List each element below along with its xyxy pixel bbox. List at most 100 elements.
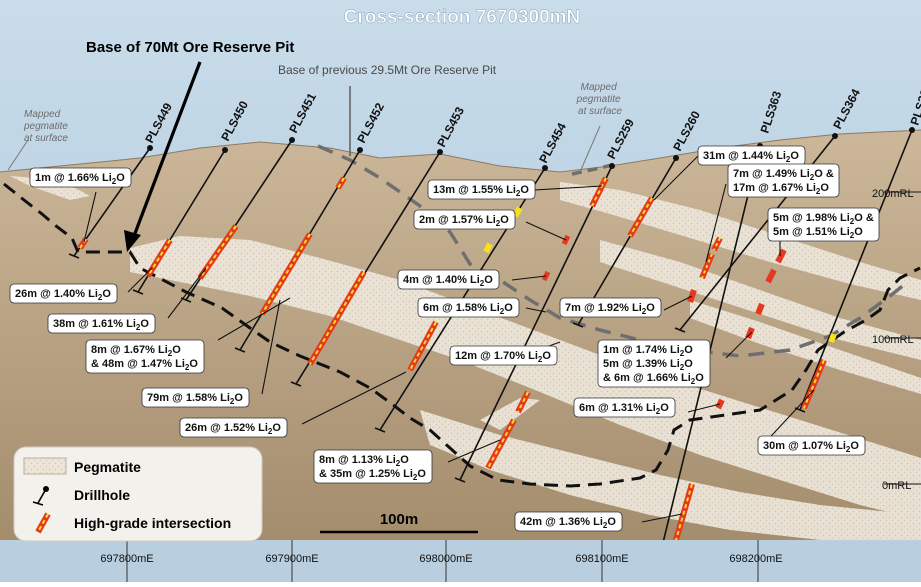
hg-pls364-d [745, 326, 755, 340]
intercept-label-box [573, 397, 676, 418]
easting-label: 698000mE [419, 553, 472, 565]
hg-pls454 [407, 320, 439, 372]
mapped-left-line: pegmatite [23, 121, 68, 132]
easting-label: 698100mE [575, 553, 628, 565]
leader-line [127, 267, 153, 293]
intercept-label-box [9, 283, 118, 304]
drillhole-pls365 [799, 129, 913, 411]
intercept-label: 26m @ 1.52% Li2O [179, 417, 288, 438]
legend-highgrade-label: High-grade intersection [74, 515, 231, 531]
intercept-label-text: 4m @ 1.40% Li2O [403, 274, 493, 288]
leader-line [687, 403, 721, 413]
intercept-label-text: 8m @ 1.13% Li2O& 35m @ 1.25% Li2O [319, 454, 426, 482]
hg-pls449 [77, 237, 89, 250]
easting-label: 698200mE [729, 553, 782, 565]
leader-line [705, 183, 727, 263]
end-tick [674, 327, 686, 333]
hg-pls452 [335, 176, 347, 190]
drillhole-pls259 [459, 165, 613, 481]
hg-pls363-deep [673, 483, 695, 541]
mapped-right-leader [579, 125, 601, 173]
intercept-label: 42m @ 1.36% Li2O [514, 511, 623, 532]
intercept-label-box [313, 449, 433, 484]
rl-markers [884, 191, 921, 485]
hg-pls451 [197, 224, 239, 280]
end-tick [374, 427, 386, 433]
intercept-label: 6m @ 1.58% Li2O [417, 297, 520, 318]
hg-pls260 [627, 196, 655, 238]
mapped-left-leader [7, 139, 29, 171]
intercept-label-text: 38m @ 1.61% Li2O [53, 318, 149, 332]
intercept-label: 6m @ 1.31% Li2O [573, 397, 676, 418]
end-tick [68, 253, 80, 259]
scale-bar-label: 100m [380, 511, 418, 528]
collar-pls259 [609, 163, 615, 169]
leader-line [167, 267, 207, 319]
intercept-label-box [141, 387, 250, 408]
pegmatite-finger-1 [690, 300, 921, 394]
leader-line [511, 275, 547, 281]
collar-pls454 [542, 165, 548, 171]
intercept-label: 26m @ 1.40% Li2O [9, 283, 118, 304]
intercept-label-text: 30m @ 1.07% Li2O [763, 440, 859, 454]
leader-line [641, 513, 683, 523]
scale-bar: 100m [320, 511, 478, 534]
mapped-left-label: Mapped pegmatite at surface [23, 109, 71, 144]
intercept-label-box [427, 179, 536, 200]
drillhole-collars [147, 127, 915, 171]
intercept-label-text: 26m @ 1.40% Li2O [15, 288, 111, 302]
hg-pls453 [307, 270, 367, 366]
rl-labels: 200mRL 100mRL 0mRL [872, 188, 914, 492]
intercept-label-text: 12m @ 1.70% Li2O [455, 350, 551, 364]
intercept-label-box [514, 511, 623, 532]
intercept-label-text: 1m @ 1.66% Li2O [35, 172, 125, 186]
pit-70mt-outline [3, 182, 921, 488]
intercept-label-text: 7m @ 1.49% Li2O &17m @ 1.67% Li2O [733, 168, 834, 196]
legend-drillhole-label: Drillhole [74, 487, 130, 503]
section-title: Cross-section 7670300mN [344, 7, 581, 28]
leader-line [261, 299, 281, 395]
pit70-arrow [124, 61, 202, 252]
intercept-label-text: 8m @ 1.67% Li2O& 48m @ 1.47% Li2O [91, 344, 198, 372]
intercept-label: 12m @ 1.70% Li2O [449, 345, 558, 366]
intercept-label-text: 2m @ 1.57% Li2O [419, 214, 509, 228]
pegmatite-lower-body [420, 410, 921, 545]
collar-pls449 [147, 145, 153, 151]
end-tick [290, 381, 302, 387]
intercept-label-box [85, 339, 205, 374]
hg-pls450 [145, 238, 173, 278]
intercept-label: 4m @ 1.40% Li2O [397, 269, 500, 290]
leader-line [447, 439, 501, 463]
hg-pls365 [801, 358, 827, 410]
collar-pls450 [222, 147, 228, 153]
leader-line [653, 155, 699, 201]
drillhole-pls260 [577, 157, 677, 326]
drillhole-pls449 [73, 147, 151, 257]
collar-pls365 [909, 127, 915, 133]
mapped-right-line: pegmatite [576, 94, 621, 105]
pegmatite-bodies [10, 176, 921, 545]
legend-highgrade-symbol [35, 512, 51, 534]
intercept-label-box [597, 339, 711, 388]
intercept-label: 2m @ 1.57% Li2O [413, 209, 516, 230]
hg-pls259-lower1 [515, 390, 531, 414]
pit70-label: Base of 70Mt Ore Reserve Pit [86, 39, 294, 56]
legend-drillhole-symbol [32, 486, 49, 506]
hg-pls364-b [765, 268, 777, 284]
intercept-label: 7m @ 1.49% Li2O &17m @ 1.67% Li2O [727, 163, 840, 198]
easting-ticks [126, 540, 759, 582]
easting-axis-strip [0, 540, 921, 582]
legend-pegmatite-swatch [23, 457, 67, 475]
intercept-label-text: 26m @ 1.52% Li2O [185, 422, 281, 436]
intercept-label-text: 13m @ 1.55% Li2O [433, 184, 529, 198]
intercept-label-text: 6m @ 1.58% Li2O [423, 302, 513, 316]
legend: Pegmatite Drillhole High-grade intersect… [13, 446, 263, 542]
legend-box [13, 446, 263, 542]
intercept-label-text: 6m @ 1.31% Li2O [579, 402, 669, 416]
easting-labels: 697800mE 697900mE 698000mE 698100mE 6982… [100, 553, 782, 565]
intercept-label-text: 42m @ 1.36% Li2O [520, 516, 616, 530]
end-tick [132, 289, 144, 295]
